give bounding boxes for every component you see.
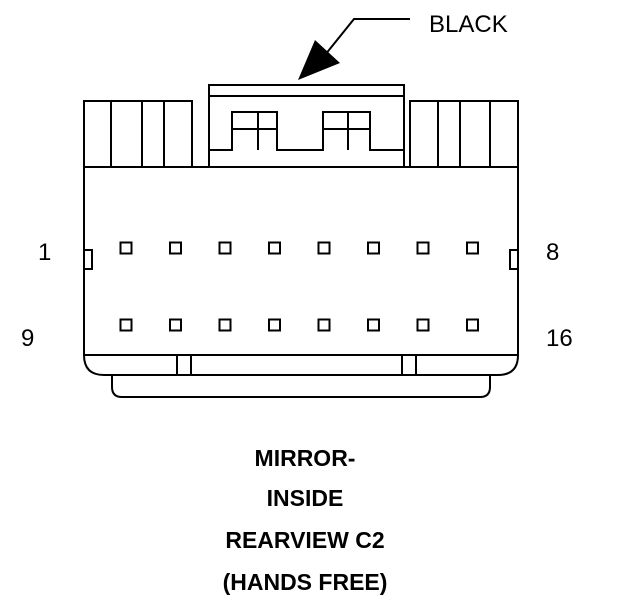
title-line-4: (HANDS FREE) <box>223 569 388 595</box>
pin-cavity <box>367 241 380 255</box>
pin-cavity <box>416 241 430 255</box>
pin-cavity <box>119 318 133 332</box>
pin-cavity <box>169 241 182 255</box>
connector-color-label: BLACK <box>429 11 508 38</box>
title-line-3: REARVIEW C2 <box>225 527 384 553</box>
pin-cavities <box>119 241 479 332</box>
pin-label-16: 16 <box>546 325 573 352</box>
title-line-2: INSIDE <box>267 485 344 511</box>
pin-label-8: 8 <box>546 239 559 266</box>
pin-cavity <box>268 241 281 255</box>
pin-cavity <box>416 318 430 332</box>
color-callout-leader <box>324 18 410 56</box>
pin-cavity <box>169 318 182 332</box>
connector-title: MIRROR- INSIDE REARVIEW C2 (HANDS FREE) <box>223 445 388 595</box>
left-rib-block <box>83 100 193 168</box>
pin-cavity <box>466 318 479 332</box>
pin-cavity <box>317 318 331 332</box>
right-side-latch <box>509 249 519 270</box>
pin-cavity <box>367 318 380 332</box>
connector-lock-tab <box>208 84 405 168</box>
pin-label-9: 9 <box>21 325 34 352</box>
pin-cavity <box>218 318 232 332</box>
pin-cavity <box>119 241 133 255</box>
pin-cavity <box>218 241 232 255</box>
pin-cavity <box>466 241 479 255</box>
pin-cavity <box>317 241 331 255</box>
pin-label-1: 1 <box>38 239 51 266</box>
left-side-latch <box>83 249 93 270</box>
title-line-1: MIRROR- <box>255 445 356 471</box>
right-rib-block <box>409 100 519 168</box>
connector-body <box>83 166 519 398</box>
pin-cavity <box>268 318 281 332</box>
color-callout-arrowhead <box>298 40 340 80</box>
